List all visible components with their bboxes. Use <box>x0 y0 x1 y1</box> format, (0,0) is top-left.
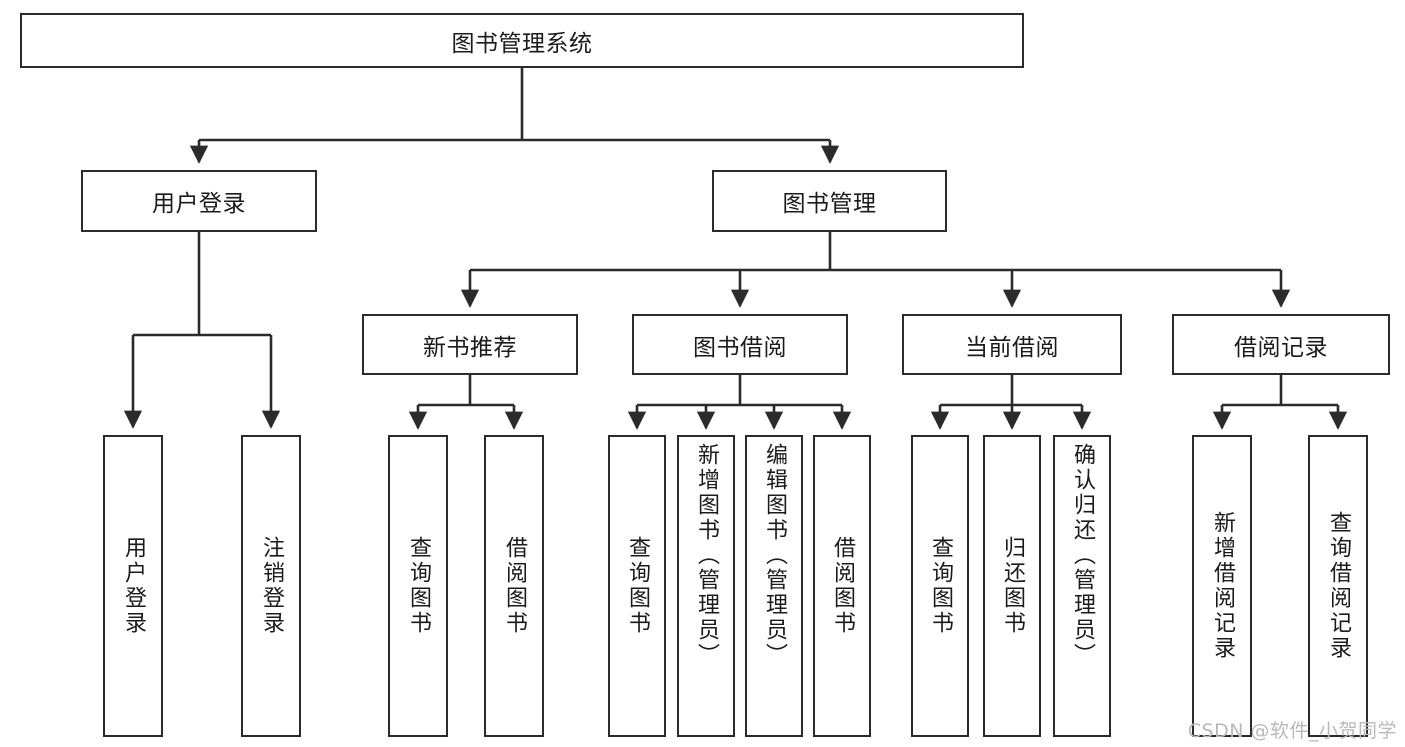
node-label: 新书推荐 <box>423 334 517 361</box>
node-leaf-query-borrow-record[interactable]: 查询借阅记录 <box>1308 435 1368 737</box>
node-label: 借阅记录 <box>1234 334 1328 361</box>
node-label: 新增图书（管理员） <box>694 443 719 668</box>
node-label: 图书管理 <box>782 191 877 217</box>
node-leaf-return-book[interactable]: 归还图书 <box>983 435 1041 737</box>
node-leaf-borrow-book-recommend[interactable]: 借阅图书 <box>484 435 544 737</box>
node-leaf-user-logout[interactable]: 注销登录 <box>241 435 301 737</box>
node-leaf-user-login[interactable]: 用户登录 <box>103 435 163 737</box>
node-label: 用户登录 <box>121 536 146 636</box>
node-leaf-edit-book-admin[interactable]: 编辑图书（管理员） <box>745 435 803 737</box>
node-label: 注销登录 <box>259 536 284 636</box>
node-borrow-record[interactable]: 借阅记录 <box>1172 314 1390 375</box>
node-label: 查询图书 <box>406 536 431 636</box>
node-leaf-query-book-recommend[interactable]: 查询图书 <box>388 435 448 737</box>
csdn-watermark: CSDN @软件_小贺同学 <box>1187 720 1397 742</box>
node-label: 查询图书 <box>625 536 650 636</box>
node-label: 确认归还（管理员） <box>1070 443 1095 668</box>
node-label: 查询图书 <box>928 536 953 636</box>
node-leaf-borrow-book[interactable]: 借阅图书 <box>813 435 871 737</box>
node-book-management-system[interactable]: 图书管理系统 <box>20 13 1024 68</box>
node-label: 新增借阅记录 <box>1210 511 1235 661</box>
node-label: 编辑图书（管理员） <box>762 443 787 668</box>
node-book-borrow[interactable]: 图书借阅 <box>632 314 848 375</box>
node-current-borrow[interactable]: 当前借阅 <box>902 314 1122 375</box>
node-leaf-query-book-current[interactable]: 查询图书 <box>911 435 969 737</box>
node-label: 借阅图书 <box>830 536 855 636</box>
node-label: 当前借阅 <box>965 334 1059 361</box>
node-label: 图书借阅 <box>693 334 787 361</box>
node-new-book-recommend[interactable]: 新书推荐 <box>362 314 578 375</box>
node-label: 查询借阅记录 <box>1326 511 1351 661</box>
node-leaf-confirm-return-admin[interactable]: 确认归还（管理员） <box>1053 435 1111 737</box>
node-label: 归还图书 <box>1000 536 1025 636</box>
node-leaf-query-book-borrow[interactable]: 查询图书 <box>608 435 666 737</box>
node-label: 图书管理系统 <box>451 30 593 57</box>
node-label: 用户登录 <box>152 191 246 217</box>
node-leaf-add-book-admin[interactable]: 新增图书（管理员） <box>677 435 735 737</box>
node-leaf-add-borrow-record[interactable]: 新增借阅记录 <box>1192 435 1252 737</box>
node-user-login[interactable]: 用户登录 <box>81 170 317 232</box>
node-book-manage[interactable]: 图书管理 <box>712 170 947 232</box>
node-label: 借阅图书 <box>502 536 527 636</box>
